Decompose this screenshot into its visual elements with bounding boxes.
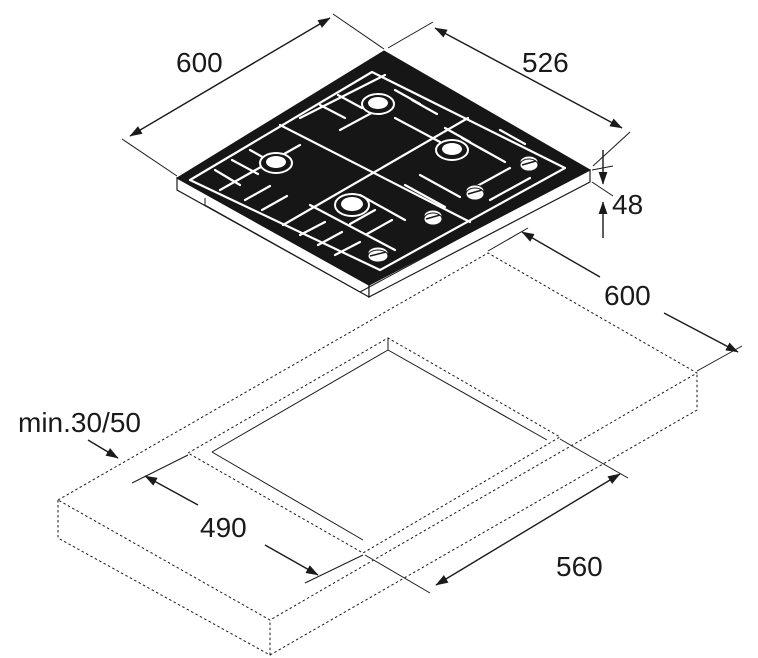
knob-1 (367, 246, 389, 263)
cutout-inner-front (211, 451, 364, 541)
dim-cutout-depth (131, 454, 364, 584)
label-hob-depth: 526 (522, 47, 569, 78)
countertop-top-face (56, 252, 699, 621)
countertop-side-edge (269, 373, 698, 656)
dim-counter-depth (487, 227, 743, 372)
label-cutout-width: 560 (556, 551, 603, 582)
cutout-back-wall (387, 338, 548, 441)
knob-2 (423, 209, 443, 226)
hob-underbody-left (204, 198, 361, 293)
hob (176, 50, 592, 299)
cutout-left-wall (211, 349, 389, 453)
label-min-clearance: min.30/50 (18, 407, 141, 438)
countertop (56, 252, 699, 656)
label-hob-width: 600 (176, 47, 223, 78)
burner-rear (361, 93, 395, 115)
knob-4 (519, 155, 539, 172)
burners (259, 93, 469, 217)
label-hob-height: 48 (612, 189, 643, 220)
dim-hob-height (591, 150, 614, 238)
control-knobs (367, 155, 539, 263)
burner-left (259, 152, 293, 174)
dim-cutout-width (364, 438, 629, 594)
label-counter-depth: 600 (604, 280, 651, 311)
label-cutout-depth: 490 (200, 512, 247, 543)
burner-right (435, 139, 469, 161)
burner-front (334, 193, 370, 217)
dim-min-clearance (87, 439, 119, 459)
dim-hob-width (121, 13, 385, 177)
knob-3 (465, 184, 485, 201)
dim-hob-depth (387, 21, 631, 167)
